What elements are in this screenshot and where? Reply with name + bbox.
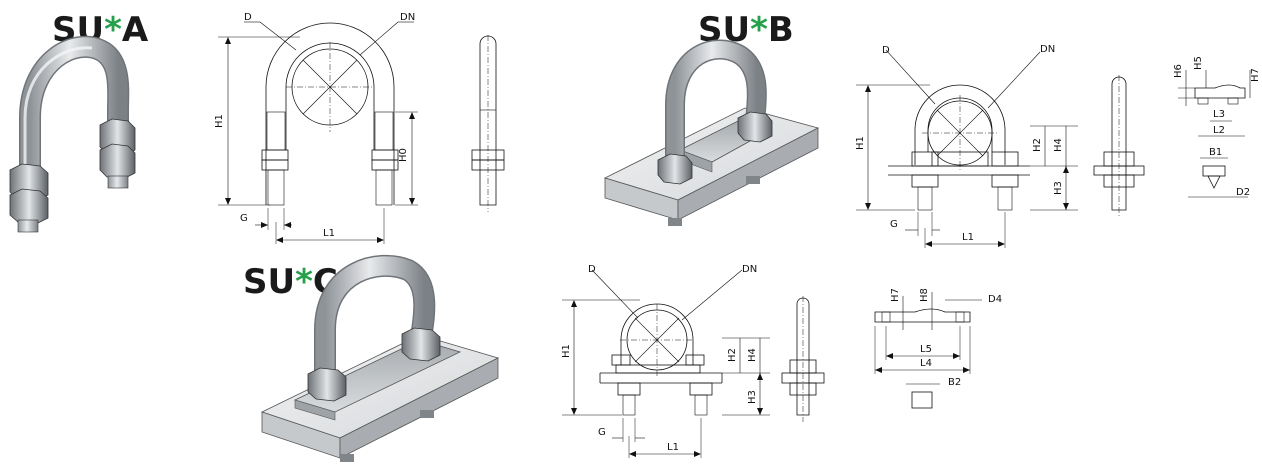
su-a-side-drawing <box>471 35 505 212</box>
dim-label: H5 <box>1193 56 1204 70</box>
dim-label: H1 <box>855 136 866 150</box>
dim-label: H1 <box>561 344 572 358</box>
dim-label: DN <box>742 264 757 275</box>
dim-label: D <box>244 12 252 23</box>
dim-label: H7 <box>890 288 901 302</box>
su-b-front-drawing: H1 H2 H4 H3 G L1 D DN <box>855 44 1078 248</box>
dim-label: H4 <box>1053 138 1064 152</box>
dim-label: L3 <box>1213 109 1225 120</box>
dim-label: H1 <box>214 114 225 128</box>
dim-label: B1 <box>1209 147 1222 158</box>
dim-label: H8 <box>919 288 930 302</box>
dim-label: DN <box>400 12 415 23</box>
dim-label: H0 <box>398 148 409 162</box>
dim-label: B2 <box>948 377 961 388</box>
title-suffix: B <box>767 10 794 50</box>
su-b-saddle-detail: H6 H5 H7 L3 L2 B1 D2 <box>1173 56 1261 198</box>
su-b-isometric-assembly <box>603 39 820 226</box>
dim-label: L1 <box>667 442 679 453</box>
dim-label: L1 <box>323 228 335 239</box>
su-c-plate-detail: H7 H8 D4 L5 L4 B2 <box>874 288 1002 409</box>
dim-label: H6 <box>1173 64 1184 78</box>
dim-label: L1 <box>962 232 974 243</box>
su-c-front-drawing: H1 H2 H4 H3 G L1 D DN <box>561 264 770 458</box>
dim-label: G <box>890 219 898 230</box>
su-a-nut-right <box>99 118 136 189</box>
dim-label: H2 <box>727 348 738 362</box>
su-c-side-drawing <box>781 296 825 422</box>
dim-label: L5 <box>920 344 932 355</box>
su-c-isometric-assembly <box>260 254 500 462</box>
dim-label: H4 <box>747 348 758 362</box>
dim-label: D2 <box>1236 187 1250 198</box>
dim-label: D4 <box>988 294 1002 305</box>
dim-label: H3 <box>1053 181 1064 195</box>
dim-label: G <box>240 213 248 224</box>
dim-label: G <box>598 427 606 438</box>
dim-label: D <box>588 264 596 275</box>
su-a-front-drawing: H1 H0 G L1 D DN <box>214 12 418 244</box>
su-a-isometric-ubolt <box>9 35 136 233</box>
dim-label: H2 <box>1032 138 1043 152</box>
title-prefix: SU <box>243 262 296 302</box>
su-b-side-drawing <box>1093 75 1145 218</box>
dim-label: L2 <box>1213 125 1225 136</box>
dim-label: L4 <box>920 358 932 369</box>
title-suffix: A <box>121 10 149 50</box>
dim-label: H7 <box>1250 68 1261 82</box>
asterisk-icon: * <box>104 10 122 50</box>
asterisk-icon: * <box>295 262 313 302</box>
dim-label: DN <box>1040 44 1055 55</box>
dim-label: H3 <box>747 390 758 404</box>
su-a-nut-left <box>9 163 49 233</box>
asterisk-icon: * <box>750 10 768 50</box>
dim-label: D <box>882 45 890 56</box>
